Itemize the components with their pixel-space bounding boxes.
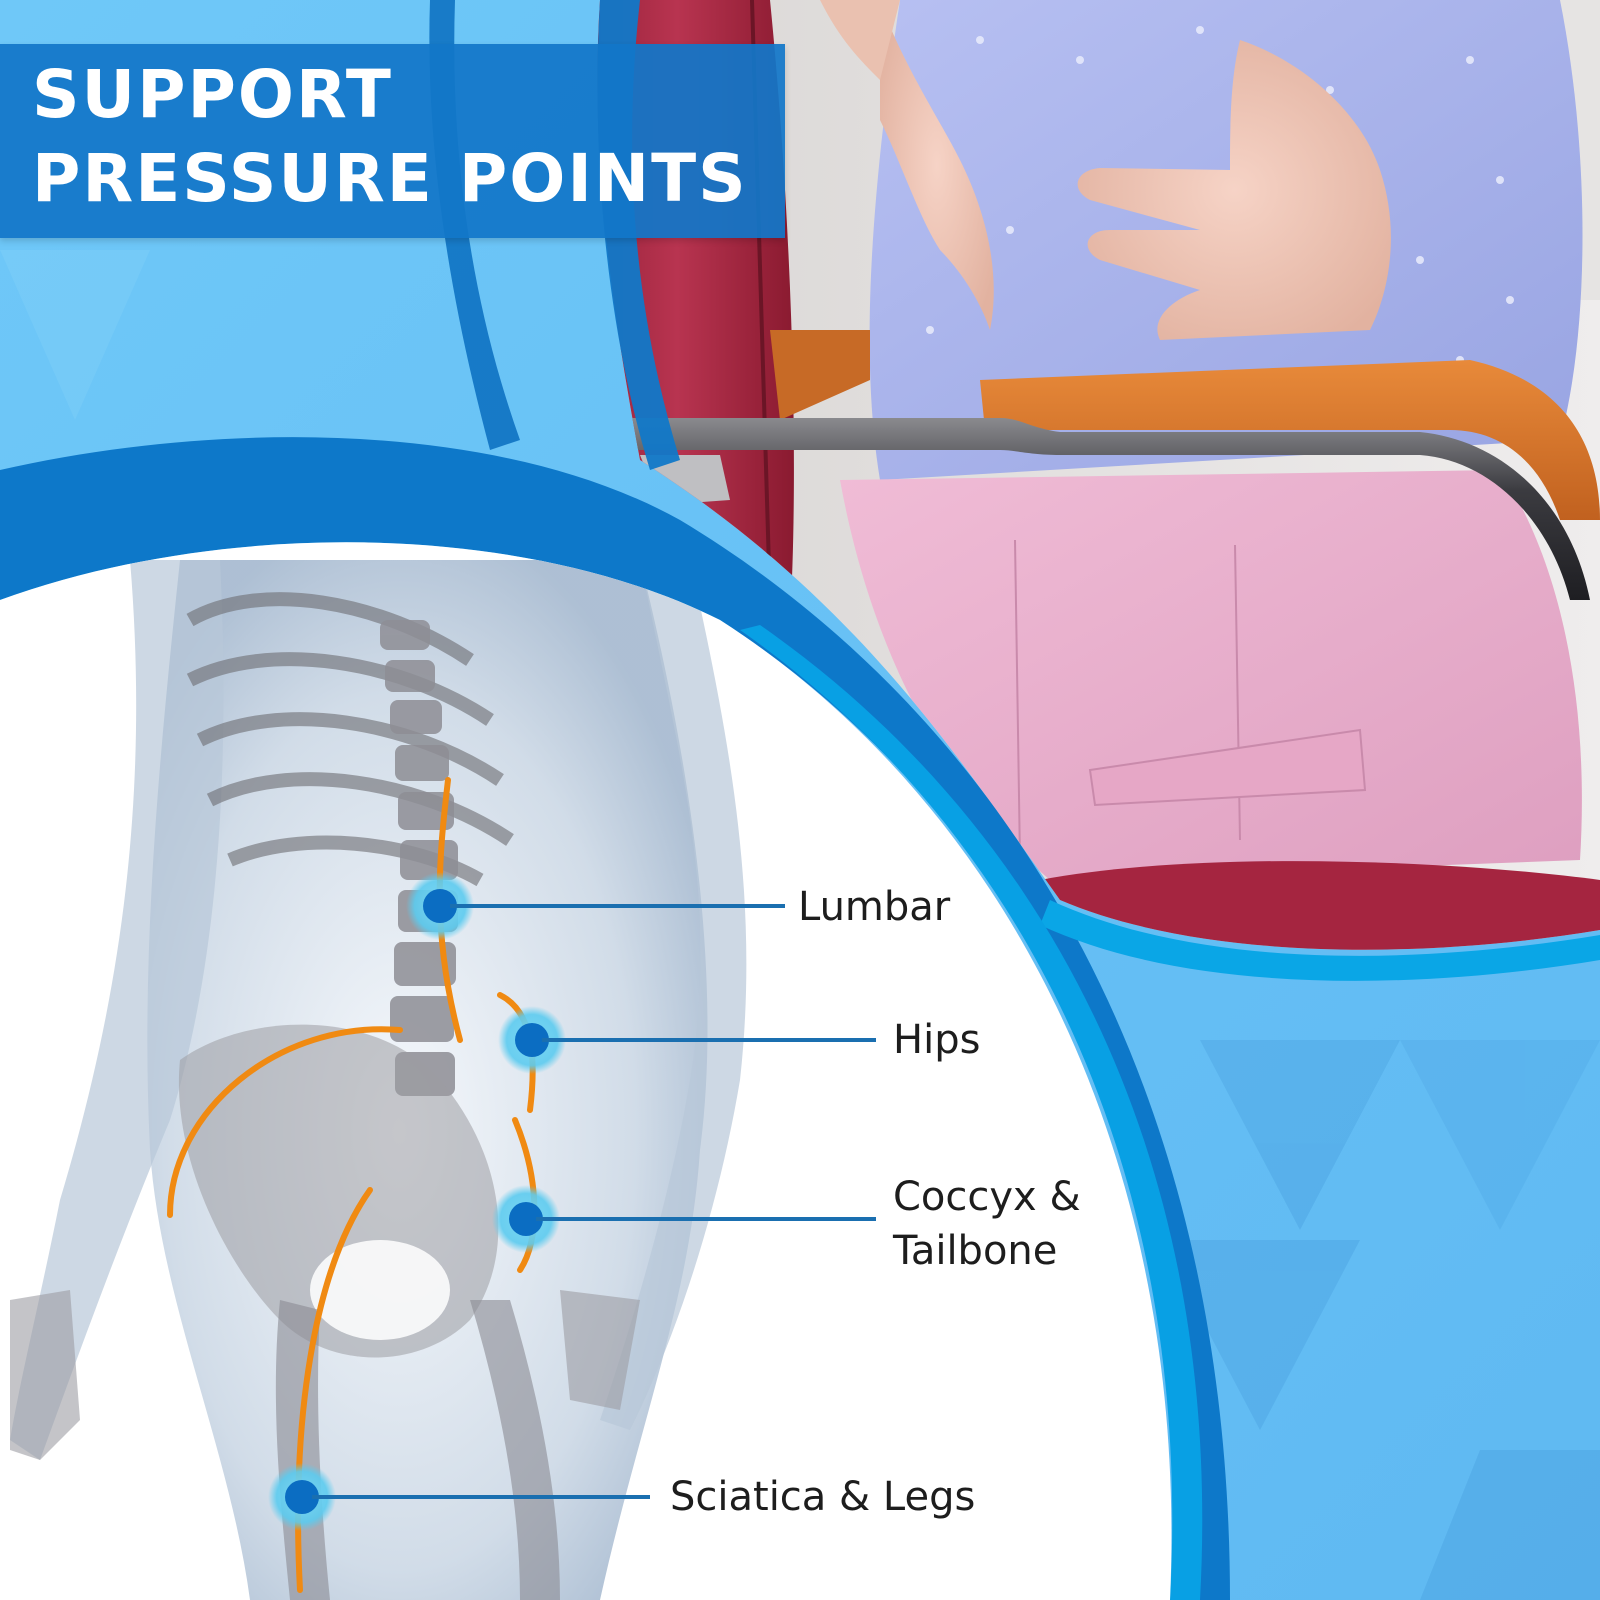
callout-label-coccyx-tailbone: Coccyx & Tailbone xyxy=(893,1170,1081,1278)
title-line-2: PRESSURE POINTS xyxy=(32,140,748,217)
title-banner xyxy=(0,44,785,238)
hip-left-highlight xyxy=(167,1026,403,1218)
callout-label-sciatica-legs: Sciatica & Legs xyxy=(670,1470,975,1524)
callout-markers xyxy=(268,872,566,1531)
triangle-pattern xyxy=(0,250,1600,1600)
photo-woman-in-chair xyxy=(597,0,1600,950)
label-text: Lumbar xyxy=(798,884,951,930)
callout-label-lumbar: Lumbar xyxy=(798,880,950,934)
title-line-1: SUPPORT xyxy=(32,56,393,133)
label-text: Hips xyxy=(893,1017,981,1063)
label-text: Sciatica & Legs xyxy=(670,1474,976,1520)
label-text-line-2: Tailbone xyxy=(893,1228,1058,1274)
callout-label-hips: Hips xyxy=(893,1013,980,1067)
label-text-line-1: Coccyx & xyxy=(893,1174,1081,1220)
